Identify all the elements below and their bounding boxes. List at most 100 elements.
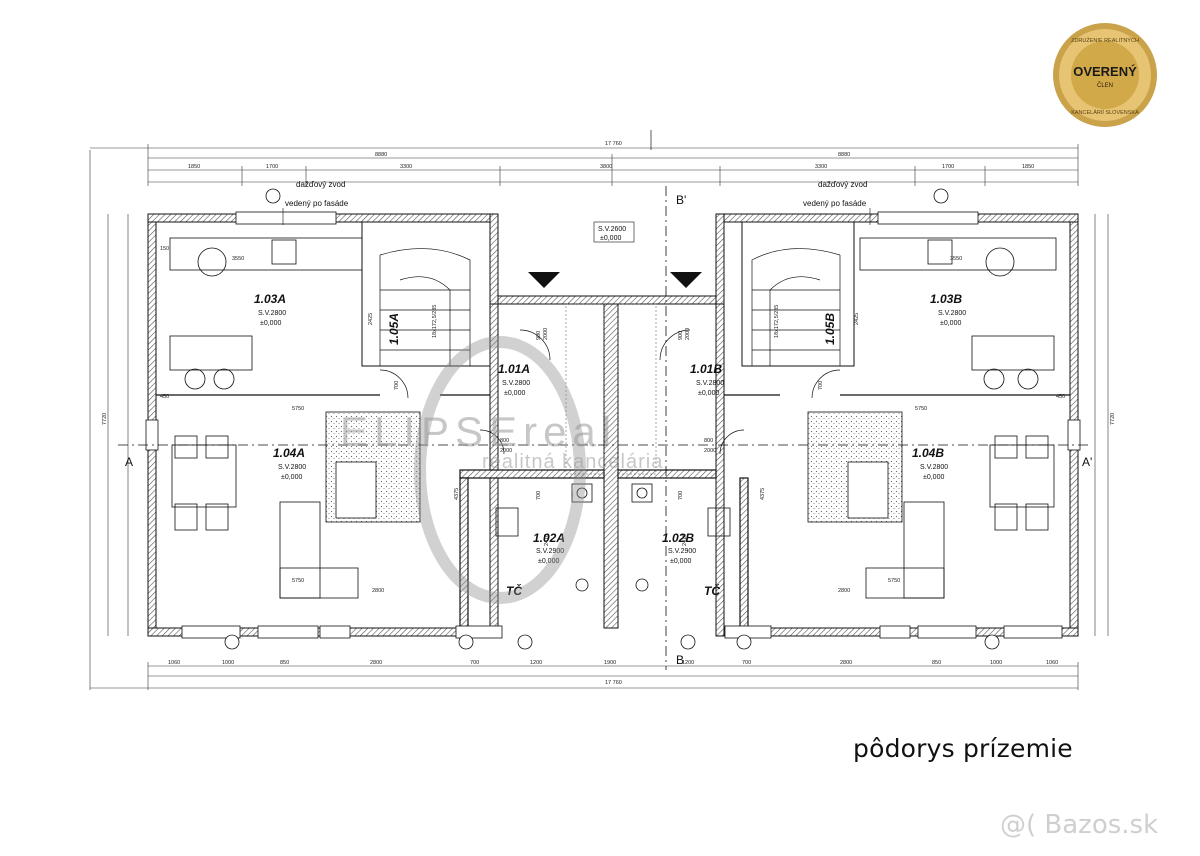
dim-bottom-1000-left: 1000 <box>222 660 234 666</box>
room-1-01b-height: S.V.2800 <box>696 380 724 387</box>
section-line-b: B' B <box>528 186 702 670</box>
tc-label-left: TČ <box>506 583 522 598</box>
dim-3550-left: 3550 <box>232 256 244 262</box>
door-700-wc-right: 700 <box>678 491 684 500</box>
dim-2425-left: 2425 <box>368 313 374 325</box>
door-2000-left-b: 2000 <box>500 448 512 454</box>
badge-seal-icon: ZDRUŽENIE REALITNÝCH OVERENÝ ČLEN KANCEL… <box>1053 23 1157 127</box>
door-700-stairs-left: 700 <box>394 381 400 390</box>
room-1-04b-level: ±0,000 <box>923 474 944 481</box>
dim-4375-left: 4375 <box>454 488 460 500</box>
verified-member-badge: ZDRUŽENIE REALITNÝCH OVERENÝ ČLEN KANCEL… <box>1050 20 1160 130</box>
drawing-caption: pôdorys prízemie <box>853 734 1073 763</box>
room-1-02a-height: S.V.2900 <box>536 548 564 555</box>
interior-walls <box>156 221 1070 629</box>
dim-bottom-850-left: 850 <box>280 660 289 666</box>
room-1-05b-id: 1.05B <box>823 313 837 345</box>
section-line-a: A A' <box>118 444 1092 469</box>
dim-bottom-1900: 1900 <box>604 660 616 666</box>
room-1-01a-height: S.V.2800 <box>502 380 530 387</box>
watermark-brand: ELIPSEreal <box>340 408 617 455</box>
dim-overall-bottom: 17 760 <box>605 680 622 686</box>
kitchen-left <box>169 237 363 390</box>
gutter-note-right-line1: dažďový zvod <box>818 180 867 189</box>
dim-bottom-1060-left: 1060 <box>168 660 180 666</box>
dim-left-top: 8880 <box>375 152 387 158</box>
porch-height: S.V.2600 <box>598 226 626 233</box>
dim-2800-left-inner: 2800 <box>372 588 384 594</box>
room-1-04b-height: S.V.2800 <box>920 464 948 471</box>
dim-5750-left-bottom: 5750 <box>292 578 304 584</box>
section-b-top-label: B' <box>676 193 686 207</box>
room-1-04b-id: 1.04B <box>912 446 944 460</box>
dim-5750-left: 5750 <box>292 406 304 412</box>
room-1-04a-level: ±0,000 <box>281 474 302 481</box>
dim-bottom-2800-left: 2800 <box>370 660 382 666</box>
room-1-03a-id: 1.03A <box>254 292 286 306</box>
dim-1700-left: 1700 <box>266 164 278 170</box>
dim-4375-right: 4375 <box>760 488 766 500</box>
dim-bottom-850-right: 850 <box>932 660 941 666</box>
bazos-watermark: @( Bazos.sk <box>1000 810 1159 840</box>
dim-3300-right: 3300 <box>815 164 827 170</box>
grid-axis-markers <box>224 188 1000 650</box>
dim-150-left: 150 <box>160 246 169 252</box>
dim-bottom-1000-right: 1000 <box>990 660 1002 666</box>
room-1-03b-id: 1.03B <box>930 292 962 306</box>
door-2000-right: 2000 <box>685 328 691 340</box>
section-arrow-left <box>528 272 560 288</box>
dim-3800-center: 3800 <box>600 164 612 170</box>
dim-5750-right-bottom: 5750 <box>888 578 900 584</box>
room-1-04a-height: S.V.2800 <box>278 464 306 471</box>
gutter-note-left-line2: vedený po fasáde <box>285 199 349 208</box>
staircase-left <box>379 248 471 366</box>
door-2000-right-b: 2000 <box>704 448 716 454</box>
section-a-right-label: A' <box>1082 455 1092 469</box>
dim-1850-left: 1850 <box>188 164 200 170</box>
section-a-left-label: A <box>125 455 133 469</box>
room-1-02b-id: 1.02B <box>662 531 694 545</box>
living-left <box>171 411 421 599</box>
dim-3550-right: 3550 <box>950 256 962 262</box>
top-dimension-lines <box>90 144 1079 186</box>
section-b-bottom-label: B <box>676 653 684 667</box>
dim-right-top: 8880 <box>838 152 850 158</box>
staircase-right <box>751 248 841 366</box>
room-1-04a-id: 1.04A <box>273 446 305 460</box>
badge-bottom-text: KANCELÁRIÍ SLOVENSKA <box>1071 109 1139 116</box>
dim-bottom-700-right: 700 <box>742 660 751 666</box>
living-right <box>807 411 1055 599</box>
door-800-right: 800 <box>704 438 713 444</box>
room-1-01a-id: 1.01A <box>498 362 530 376</box>
room-1-01a-level: ±0,000 <box>504 390 525 397</box>
dim-5750-right: 5750 <box>915 406 927 412</box>
room-1-03b-height: S.V.2800 <box>938 310 966 317</box>
door-swings <box>379 329 841 455</box>
watermark-subtitle: realitná kancelária <box>482 451 663 473</box>
badge-sub-text: ČLEN <box>1097 82 1113 89</box>
door-800-left: 800 <box>500 438 509 444</box>
dim-2410-left: 2410 <box>544 534 550 546</box>
stairs-spec-left: 18x172,5/285 <box>432 305 438 338</box>
gutter-note-right-line2: vedený po fasáde <box>803 199 867 208</box>
gutter-note-left-line1: dažďový zvod <box>296 180 345 189</box>
room-1-02a-id: 1.02A <box>533 531 565 545</box>
tc-label-right: TČ <box>704 583 720 598</box>
room-1-03a-height: S.V.2800 <box>258 310 286 317</box>
dim-2425-right: 2425 <box>854 313 860 325</box>
dim-bottom-700-left: 700 <box>470 660 479 666</box>
dim-overall-right: 7720 <box>1110 413 1116 425</box>
dim-450-right: 450 <box>1056 394 1065 400</box>
dim-2800-right-inner: 2800 <box>838 588 850 594</box>
elipse-watermark: ELIPSEreal realitná kancelária <box>340 336 663 604</box>
door-900-right: 900 <box>678 331 684 340</box>
dim-bottom-1060-right: 1060 <box>1046 660 1058 666</box>
room-1-02a-level: ±0,000 <box>538 558 559 565</box>
porch-label: S.V.2600 ±0,000 <box>593 221 635 243</box>
dim-bottom-1200-left: 1200 <box>530 660 542 666</box>
dim-3300-left: 3300 <box>400 164 412 170</box>
room-1-03b-level: ±0,000 <box>940 320 961 327</box>
windows <box>145 211 1081 639</box>
wc-fixtures <box>495 483 731 592</box>
